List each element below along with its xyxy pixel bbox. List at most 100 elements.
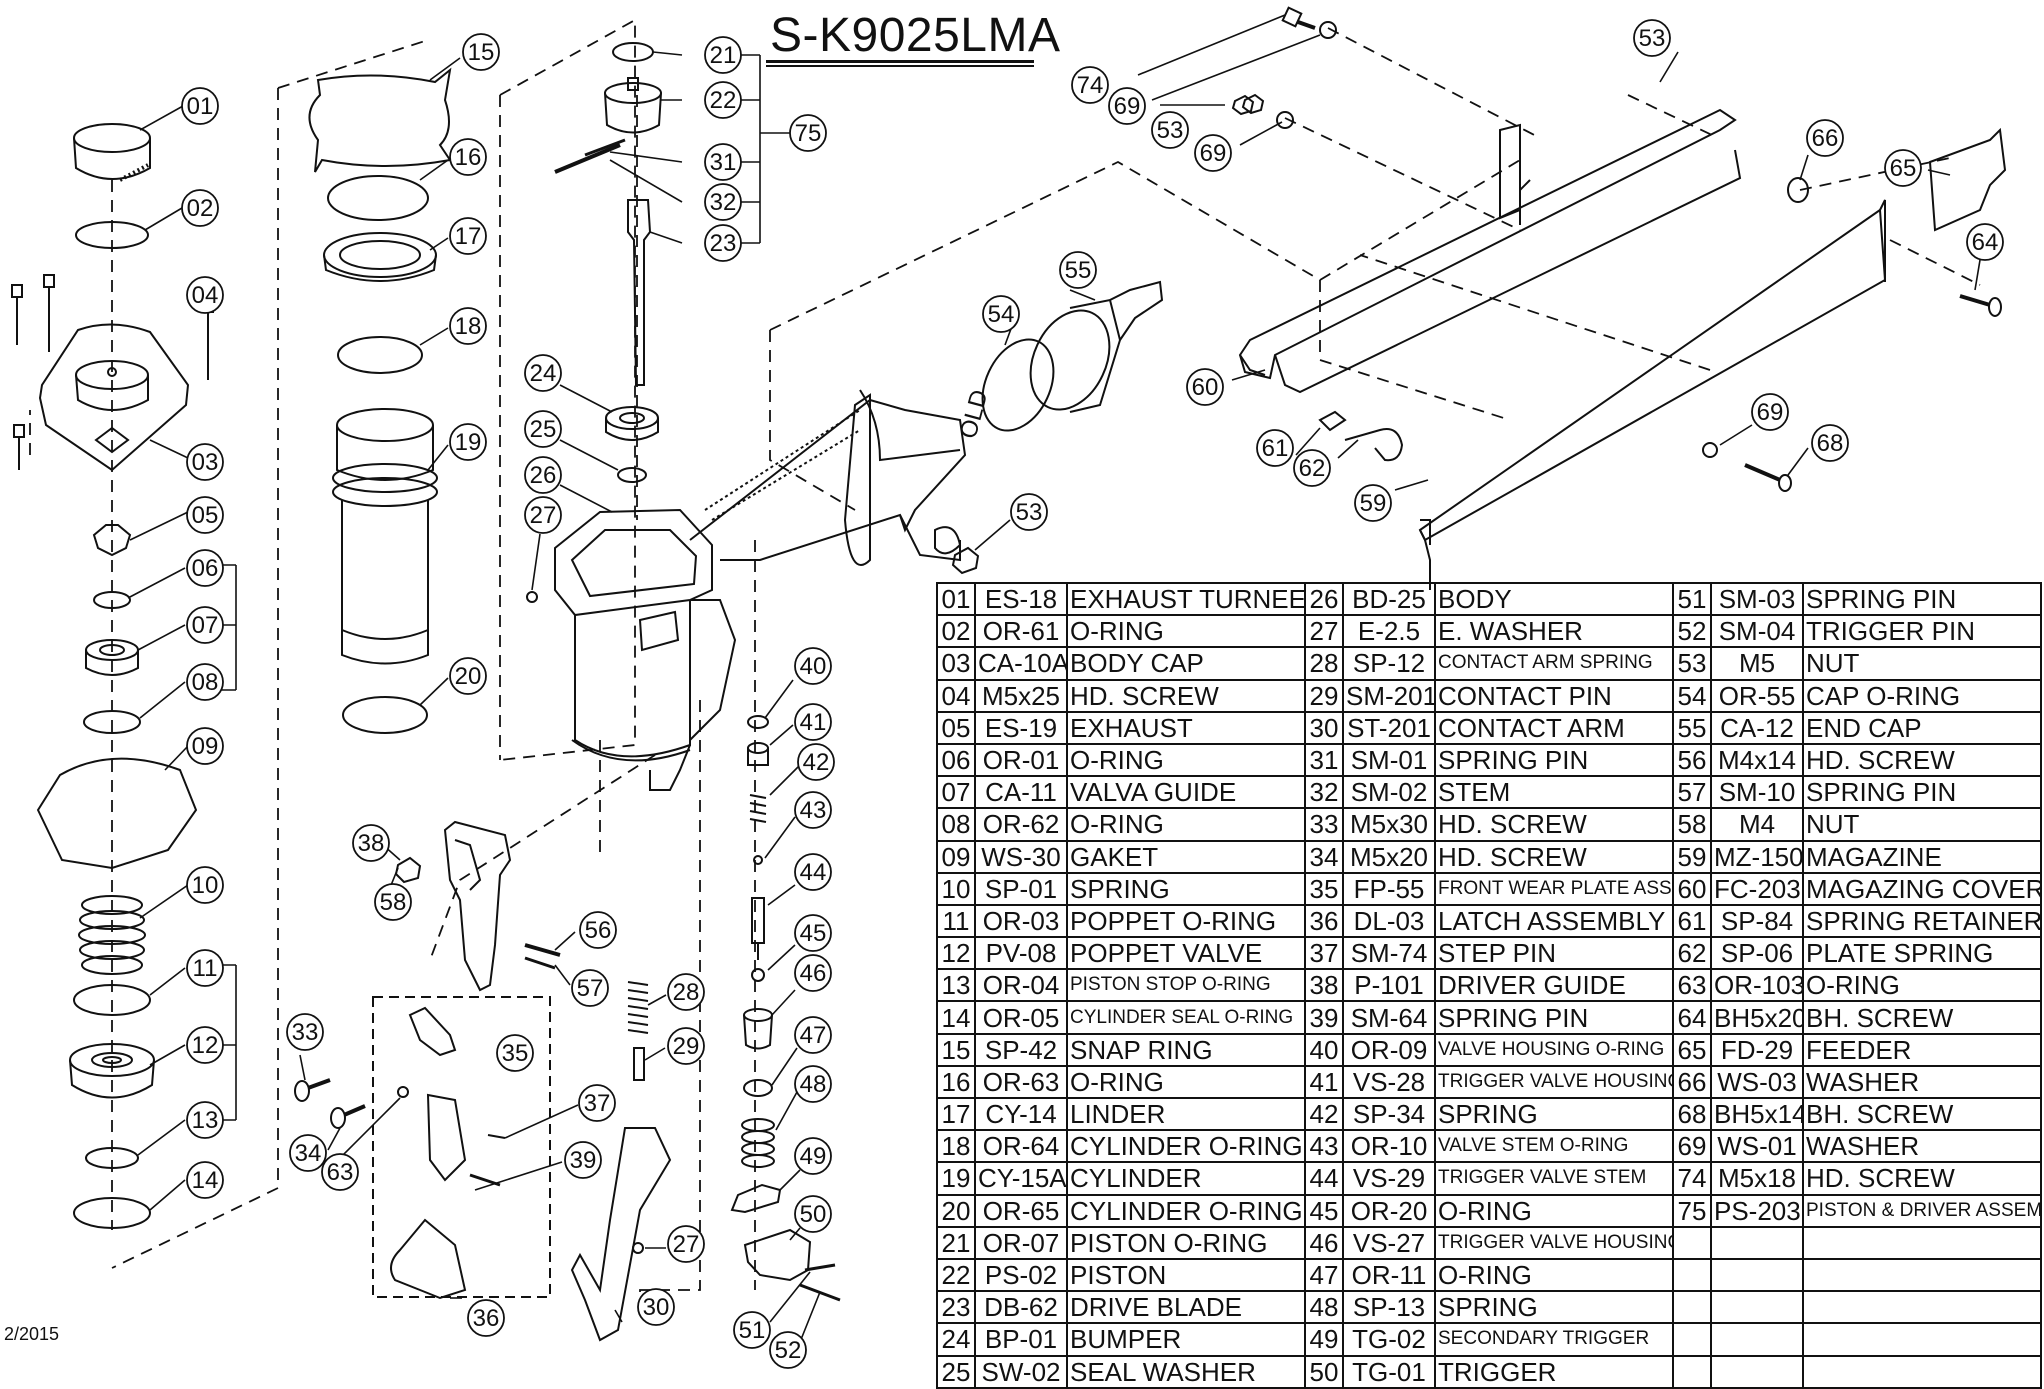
callout-18: 18 [449,307,487,345]
part-number: 37 [1304,936,1344,971]
part-code: SM-64 [1342,1000,1436,1035]
part-code: TG-02 [1342,1322,1436,1357]
part-e-washer-27a [526,591,538,603]
part-code: SM-201 [1342,678,1436,713]
part-spring-48 [741,1118,775,1168]
callout-number: 29 [673,1033,700,1060]
part-drive-blade [627,199,652,386]
callout-circle [794,914,832,952]
part-trigger-valve-housing-46 [743,1008,773,1050]
part-name: NUT [1802,646,2042,681]
callout-number: 53 [1639,25,1666,52]
callout-23: 23 [704,224,742,262]
part-name [1802,1354,2042,1389]
part-code: SP-42 [974,1032,1068,1067]
part-code: OR-04 [974,968,1068,1003]
part-number: 21 [936,1225,976,1260]
part-code: VS-27 [1342,1225,1436,1260]
callout-circle [186,443,224,481]
part-hd-screw-34 [330,1104,366,1129]
callout-number: 16 [455,144,482,171]
callout-25: 25 [524,410,562,448]
part-valve-stem-o-ring [753,855,763,865]
part-o-ring-63 [397,1086,409,1098]
part-name: TRIGGER [1434,1354,1674,1389]
part-spring-pin-31 [554,143,621,174]
part-hd-screw-74 [1281,6,1316,30]
part-name: BUMPER [1066,1322,1306,1357]
part-name: SECONDARY TRIGGER [1434,1322,1674,1357]
part-name: TRIGGER VALVE HOUSING [1434,1225,1674,1260]
callout-number: 65 [1890,155,1917,182]
callout-42: 42 [797,743,835,781]
part-contact-arm [570,1127,672,1342]
callout-number: 74 [1077,72,1104,99]
callout-27: 27 [524,496,562,534]
callout-15: 15 [462,33,500,71]
callout-circle [1071,66,1109,104]
callout-circle [1354,484,1392,522]
callout-number: 38 [358,830,385,857]
callout-53-2: 53 [1633,19,1671,57]
part-name: TRIGGER PIN [1802,614,2042,649]
part-name: HD. SCREW [1434,839,1674,874]
callout-58: 58 [374,883,412,921]
callout-13: 13 [186,1101,224,1139]
callout-59: 59 [1354,484,1392,522]
callout-74: 74 [1071,66,1109,104]
callout-circle [181,189,219,227]
part-code: M5x18 [1710,1161,1804,1196]
part-name [1802,1322,2042,1357]
callout-circle [794,1016,832,1054]
callout-circle [449,217,487,255]
callout-75: 75 [789,114,827,152]
front-wear-plate-group-box [372,996,551,1298]
part-name: STEP PIN [1434,936,1674,971]
callout-circle [1151,111,1189,149]
part-number: 42 [1304,1096,1344,1132]
part-o-ring-16 [327,175,429,221]
callout-circle [667,1225,705,1263]
callout-circle [186,1161,224,1199]
part-number: 74 [1672,1161,1712,1196]
part-code: CY-15A [974,1161,1068,1196]
part-code: M4x14 [1710,742,1804,778]
part-name: BH. SCREW [1802,1000,2042,1035]
part-name: SPRING PIN [1434,1000,1674,1035]
part-o-ring-45 [751,968,765,982]
callout-number: 63 [327,1159,354,1186]
part-name: SNAP RING [1066,1032,1306,1067]
callout-number: 69 [1114,93,1141,120]
callout-39: 39 [564,1141,602,1179]
part-name: VALVE STEM O-RING [1434,1129,1674,1164]
callout-08: 08 [186,663,224,701]
part-name: CONTACT ARM SPRING [1434,646,1674,681]
callout-circle [374,883,412,921]
callout-number: 45 [800,920,827,947]
part-gasket [36,757,198,870]
callout-circle [564,1141,602,1179]
callout-circle [1108,87,1146,125]
callout-32: 32 [704,183,742,221]
part-stem-32 [584,138,626,157]
callout-number: 31 [710,149,737,176]
part-name: PISTON STOP O-RING [1066,968,1306,1003]
callout-36: 36 [467,1299,505,1337]
part-code: SM-74 [1342,936,1436,971]
callout-20: 20 [449,657,487,695]
part-code: BP-01 [974,1322,1068,1357]
part-number: 30 [1304,710,1344,745]
callout-circle [1186,368,1224,406]
part-name: POPPET VALVE [1066,936,1306,971]
part-code: FD-29 [1710,1032,1804,1067]
callout-number: 53 [1157,117,1184,144]
part-magazine [1418,199,1887,590]
